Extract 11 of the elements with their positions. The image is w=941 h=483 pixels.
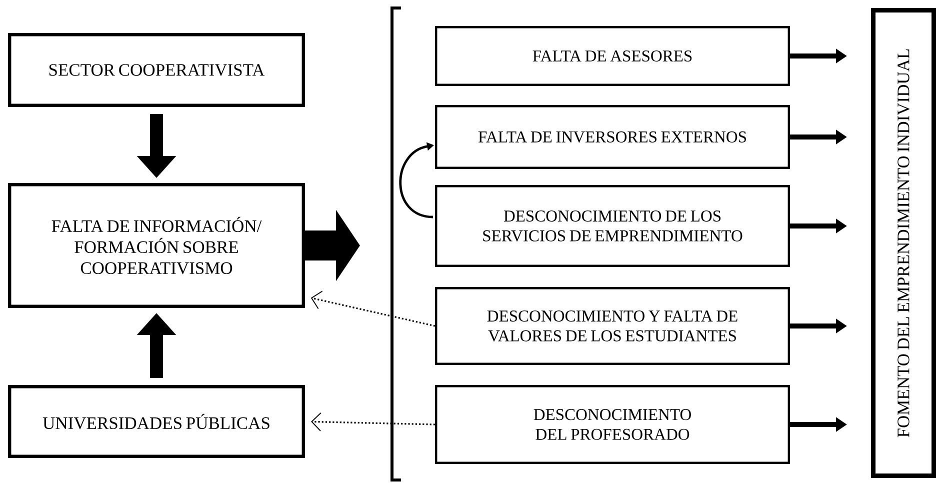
text-box: FALTA DE ASESORES [435, 26, 790, 86]
dotted-arrow [310, 290, 436, 327]
text-box: DESCONOCIMIENTO DEL PROFESORADO [435, 385, 790, 464]
text-box: DESCONOCIMIENTO Y FALTA DE VALORES DE LOS ESTUDIANTES [435, 287, 790, 365]
text-box: FALTA DE INVERSORES EXTERNOS [435, 105, 790, 169]
text-box: FALTA DE INFORMACIÓN/ FORMACIÓN SOBRE COOPERATIVISMO [8, 183, 305, 308]
text-box: DESCONOCIMIENTO DE LOS SERVICIOS DE EMPRENDIMIENTO [435, 185, 790, 267]
rotated-text-box: FOMENTO DEL EMPRENDIMIENTO INDIVIDUAL [871, 8, 936, 478]
text-box: UNIVERSIDADES PÚBLICAS [8, 385, 305, 458]
text-box: SECTOR COOPERATIVISTA [8, 33, 305, 107]
dotted-arrow [311, 412, 436, 432]
